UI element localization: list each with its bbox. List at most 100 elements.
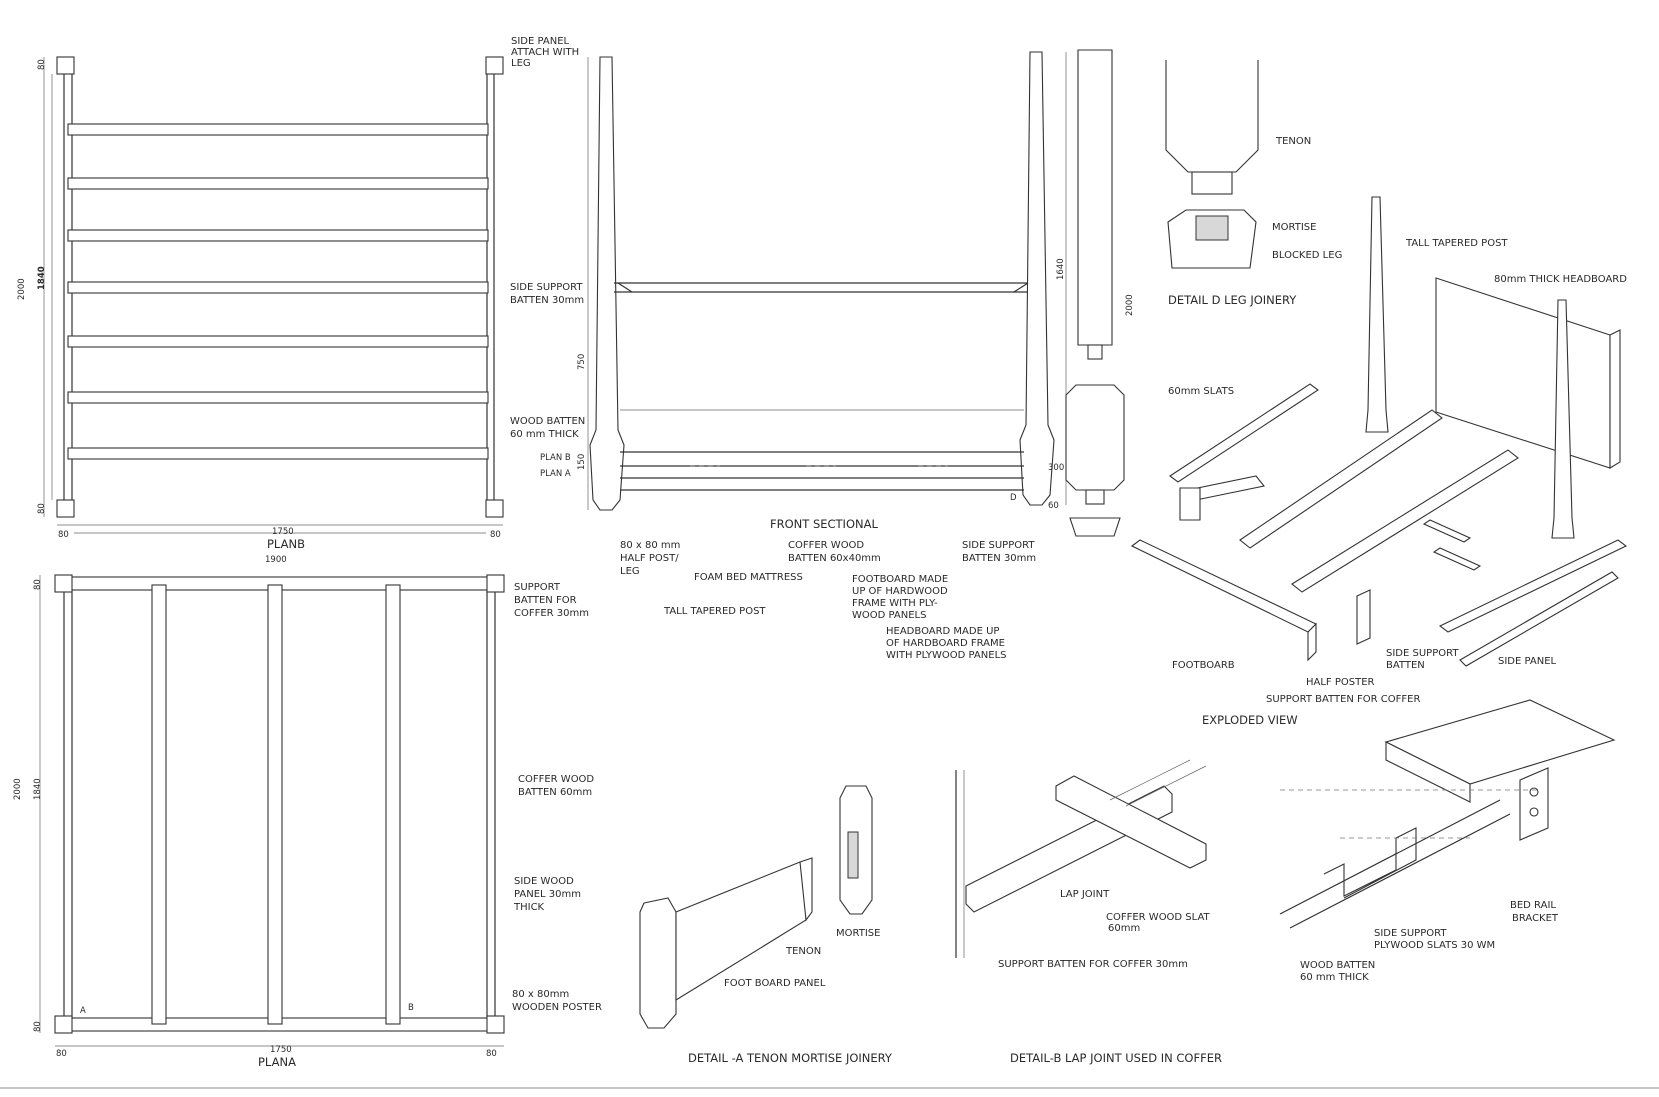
plan-b-side-panel-line-2: ATTACH WITH (511, 47, 579, 58)
front-section-drawing (587, 51, 1067, 511)
exploded-side-support-line-2: BATTEN (1386, 660, 1425, 671)
exploded-drawing (1130, 196, 1628, 667)
front-dim-foot: 60 (1048, 501, 1059, 511)
detail-a-mortise-label: MORTISE (836, 928, 880, 939)
plan-b-side-support-line-2: BATTEN 30mm (510, 295, 584, 306)
front-foam-label: FOAM BED MATTRESS (694, 572, 803, 583)
plan-a-dim-length: 2000 (13, 778, 23, 800)
plan-b-drawing (43, 56, 504, 534)
detail-d-title: DETAIL D LEG JOINERY (1168, 293, 1297, 307)
plan-a-drawing (39, 574, 505, 1047)
plan-b-wood-batten-line-2: 60 mm THICK (510, 429, 579, 440)
plan-b-side-support-line-1: SIDE SUPPORT (510, 282, 583, 293)
exploded-coffer-support-label: SUPPORT BATTEN FOR COFFER (1266, 694, 1420, 705)
plan-a-support-batten-line-2: BATTEN FOR (514, 595, 577, 606)
plan-b-dim-length: 2000 (17, 278, 27, 300)
exploded-side-support-line-1: SIDE SUPPORT (1386, 648, 1459, 659)
detail-b-lap-label: LAP JOINT (1060, 889, 1110, 900)
exploded-title: EXPLODED VIEW (1202, 713, 1298, 727)
front-half-post-line-2: HALF POST/ (620, 553, 679, 564)
plan-b-dim-width: 1900 (265, 555, 287, 565)
front-marker-d: D (1010, 493, 1017, 503)
front-side-support-line-1: SIDE SUPPORT (962, 540, 1035, 551)
plan-b-side-support-label: SIDE SUPPORT BATTEN 30mm (510, 282, 584, 306)
plan-a-dim-leg-left: 80 (56, 1049, 67, 1059)
plan-a-marker-b: B (408, 1003, 414, 1013)
plan-b-dim-leg-left: 80 (58, 530, 69, 540)
front-side-support-label: SIDE SUPPORT BATTEN 30mm (962, 540, 1036, 564)
front-footboard-line-2: UP OF HARDWOOD (852, 586, 948, 597)
plan-a-support-batten-line-1: SUPPORT (514, 582, 561, 593)
detail-d-elevation (1065, 49, 1125, 537)
detail-a-drawing (639, 785, 873, 1029)
plan-b-dim-inner-width: 1750 (272, 527, 294, 537)
front-tall-post-label: TALL TAPERED POST (663, 606, 766, 617)
detail-d-tenon-label: TENON (1275, 136, 1311, 147)
plan-a-poster-line-2: WOODEN POSTER (512, 1002, 602, 1013)
plan-a-dim-leg-right: 80 (486, 1049, 497, 1059)
front-side-support-line-2: BATTEN 30mm (962, 553, 1036, 564)
detail-a-title: DETAIL -A TENON MORTISE JOINERY (688, 1051, 893, 1065)
plan-b-side-panel-line-3: LEG (511, 58, 531, 69)
exploded-tall-post-label: TALL TAPERED POST (1405, 238, 1508, 249)
plan-a-dim-leg-bottom: 80 (33, 1021, 43, 1032)
plan-a-marker-a: A (80, 1006, 86, 1016)
front-dim-rail: 150 (577, 454, 587, 470)
plan-b-wood-batten-line-1: WOOD BATTEN (510, 416, 585, 427)
detail-c-batten-line-2: 60 mm THICK (1300, 972, 1369, 983)
detail-c-drawing (1279, 699, 1616, 929)
detail-c-batten-line-1: WOOD BATTEN (1300, 960, 1375, 971)
plan-a-poster-line-1: 80 x 80mm (512, 989, 569, 1000)
front-footboard-line-1: FOOTBOARD MADE (852, 574, 948, 585)
plan-b-dim-inner-length: 1840 (37, 266, 47, 290)
detail-c-side-support-line-1: SIDE SUPPORT (1374, 928, 1447, 939)
front-headboard-line-3: WITH PLYWOOD PANELS (886, 650, 1006, 661)
plan-b-side-panel-line-1: SIDE PANEL (511, 36, 570, 47)
detail-b-drawing (955, 759, 1207, 958)
plan-a-side-panel-line-1: SIDE WOOD (514, 876, 574, 887)
plan-a-dim-inner-width: 1750 (270, 1045, 292, 1055)
plan-b-dim-leg-top: 80 (37, 59, 47, 70)
detail-b-slat-line-1: COFFER WOOD SLAT (1106, 912, 1211, 923)
front-headboard-line-1: HEADBOARD MADE UP (886, 626, 999, 637)
plan-a-dim-leg-top: 80 (33, 579, 43, 590)
plan-a-side-panel-line-3: THICK (513, 902, 545, 913)
plan-b-slats (67, 123, 489, 460)
detail-b-support-label: SUPPORT BATTEN FOR COFFER 30mm (998, 959, 1188, 970)
exploded-half-poster-label: HALF POSTER (1306, 677, 1375, 688)
front-coffer-line-1: COFFER WOOD (788, 540, 864, 551)
plan-a-support-batten-line-3: COFFER 30mm (514, 608, 589, 619)
detail-c-bracket-line-2: BRACKET (1512, 913, 1559, 924)
front-half-post-line-3: LEG (620, 566, 640, 577)
detail-a-tenon-label: TENON (785, 946, 821, 957)
front-headboard-line-2: OF HARDBOARD FRAME (886, 638, 1005, 649)
front-dim-post-total: 2000 (1125, 294, 1135, 316)
detail-b-title: DETAIL-B LAP JOINT USED IN COFFER (1010, 1051, 1222, 1065)
plan-a-dim-inner-length: 1840 (33, 778, 43, 800)
front-footboard-line-4: WOOD PANELS (852, 610, 926, 621)
